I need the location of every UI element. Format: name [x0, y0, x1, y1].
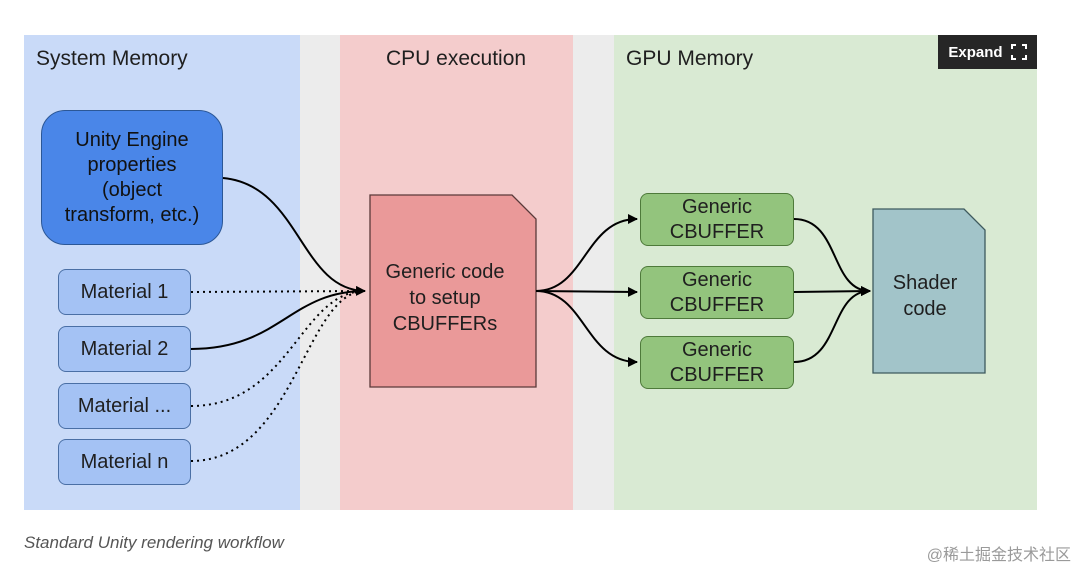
cbuffer-line: Generic [681, 195, 752, 218]
shader-code-document [872, 208, 986, 374]
cbuffer-node: Generic CBUFFER [640, 193, 794, 246]
panel-gap [300, 35, 340, 510]
shader-code-label: Shader code [873, 270, 977, 322]
cbuffer-node: Generic CBUFFER [640, 266, 794, 319]
cbuffer-node: Generic CBUFFER [640, 336, 794, 389]
arrow-code-to-cbuffer3 [535, 290, 638, 367]
arrow-material-etc-to-code [190, 290, 366, 407]
figure-caption: Standard Unity rendering workflow [24, 533, 284, 552]
material-1-node: Material 1 [58, 269, 191, 315]
arrow-code-to-cbuffer1 [535, 214, 638, 292]
material-2-node: Material 2 [58, 326, 191, 372]
unity-engine-line: transform, etc.) [64, 203, 200, 226]
cbuffer-line: Generic [681, 338, 752, 361]
arrow-unity-to-code [222, 177, 366, 296]
generic-code-document [369, 194, 537, 388]
shader-code-line: code [903, 298, 947, 320]
unity-engine-node: Unity Engine properties (object transfor… [41, 110, 223, 245]
system-memory-title: System Memory [36, 47, 188, 70]
panel-gap [573, 35, 614, 510]
cbuffer-line: CBUFFER [669, 220, 765, 243]
unity-engine-line: Unity Engine [75, 128, 189, 151]
expand-icon [1010, 44, 1027, 60]
cpu-execution-title: CPU execution [386, 47, 527, 70]
arrow-material1-to-code [190, 290, 366, 293]
material-etc-node: Material ... [58, 383, 191, 429]
unity-engine-line: (object [101, 178, 162, 201]
cbuffer-line: CBUFFER [669, 293, 765, 316]
generic-code-line: Generic code [385, 261, 505, 283]
arrow-cbuffer2-to-shader [793, 286, 871, 297]
watermark: @稀土掘金技术社区 [926, 547, 1071, 564]
generic-code-line: to setup [409, 287, 481, 309]
generic-code-line: CBUFFERs [392, 313, 498, 335]
expand-label: Expand [948, 43, 1003, 61]
shader-code-line: Shader [892, 272, 958, 294]
generic-code-label: Generic code to setup CBUFFERs [370, 259, 520, 337]
arrow-code-to-cbuffer2 [535, 286, 638, 297]
arrow-cbuffer3-to-shader [793, 286, 871, 363]
expand-button[interactable]: Expand [938, 35, 1037, 69]
material-n-node: Material n [58, 439, 191, 485]
gpu-memory-title: GPU Memory [626, 47, 754, 70]
arrow-materialn-to-code [190, 290, 366, 462]
cbuffer-line: Generic [681, 268, 752, 291]
cbuffer-line: CBUFFER [669, 363, 765, 386]
arrow-cbuffer1-to-shader [793, 218, 871, 296]
arrow-material2-to-code [190, 290, 366, 350]
unity-engine-line: properties [87, 153, 177, 176]
